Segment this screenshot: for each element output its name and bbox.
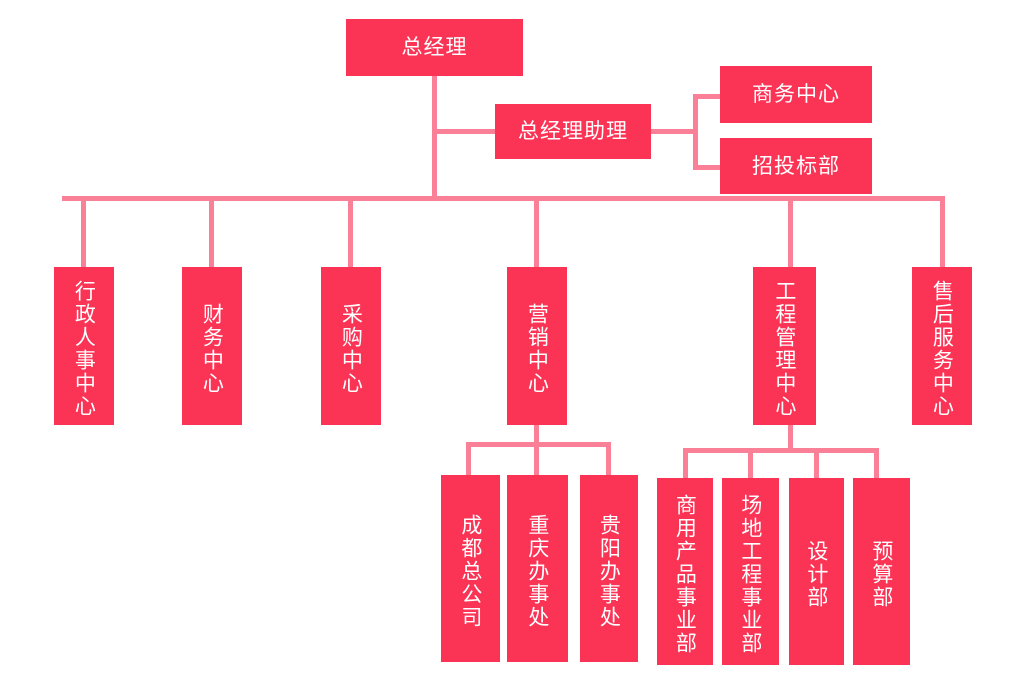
node-gm-assistant[interactable]: 总经理助理 — [495, 104, 651, 159]
connector-drop-admin-hr — [81, 196, 86, 268]
connector-drop-design — [814, 448, 819, 480]
node-admin-hr-center[interactable]: 行政人事中心 — [54, 267, 114, 425]
node-label: 贵阳办事处 — [597, 514, 622, 629]
node-label: 商务中心 — [752, 82, 840, 107]
node-commercial-product-div[interactable]: 商用产品事业部 — [657, 478, 713, 665]
connector-drop-site-engineering — [748, 448, 753, 480]
node-label: 工程管理中心 — [772, 280, 797, 418]
node-label: 营销中心 — [525, 303, 550, 395]
connector-gm-stem — [432, 75, 437, 200]
connector-drop-marketing — [534, 196, 539, 268]
connector-drop-budget — [874, 448, 879, 480]
node-budget-dept[interactable]: 预算部 — [853, 478, 910, 665]
connector-drop-engineering — [788, 196, 793, 268]
node-design-dept[interactable]: 设计部 — [789, 478, 844, 665]
node-label: 成都总公司 — [458, 514, 483, 629]
node-label: 商用产品事业部 — [673, 494, 698, 655]
connector-drop-guiyang — [606, 442, 611, 475]
connector-assistant-out — [649, 129, 697, 134]
node-chengdu-hq[interactable]: 成都总公司 — [441, 475, 500, 662]
node-general-manager[interactable]: 总经理 — [346, 19, 523, 76]
connector-drop-purchasing — [348, 196, 353, 268]
connector-assistant-junction — [693, 94, 698, 170]
connector-drop-chongqing — [534, 442, 539, 475]
node-aftersales-center[interactable]: 售后服务中心 — [912, 267, 972, 425]
node-engineering-mgmt-center[interactable]: 工程管理中心 — [753, 267, 816, 425]
node-business-center[interactable]: 商务中心 — [720, 66, 872, 123]
node-label: 总经理 — [401, 35, 468, 60]
node-guiyang-office[interactable]: 贵阳办事处 — [580, 475, 638, 662]
node-label: 招投标部 — [752, 153, 840, 178]
connector-drop-chengdu — [466, 442, 471, 475]
node-chongqing-office[interactable]: 重庆办事处 — [507, 475, 568, 662]
node-label: 设计部 — [804, 540, 829, 609]
node-label: 行政人事中心 — [72, 280, 97, 418]
connector-drop-commercial-product — [683, 448, 688, 480]
connector-to-bidding-dept — [693, 165, 723, 170]
connector-drop-aftersales — [940, 196, 945, 268]
node-label: 售后服务中心 — [930, 280, 955, 418]
connector-engineering-bus — [683, 448, 879, 453]
node-purchasing-center[interactable]: 采购中心 — [321, 267, 381, 425]
node-finance-center[interactable]: 财务中心 — [182, 267, 242, 425]
connector-drop-finance — [209, 196, 214, 268]
node-label: 总经理助理 — [518, 119, 628, 144]
node-label: 财务中心 — [200, 303, 225, 395]
node-label: 预算部 — [869, 540, 894, 609]
connector-engineering-stem — [788, 425, 793, 451]
node-site-engineering-div[interactable]: 场地工程事业部 — [722, 478, 779, 665]
node-marketing-center[interactable]: 营销中心 — [507, 267, 567, 425]
connector-gm-to-assistant — [432, 129, 498, 134]
connector-marketing-stem — [534, 425, 539, 447]
node-bidding-dept[interactable]: 招投标部 — [720, 138, 872, 194]
node-label: 场地工程事业部 — [738, 494, 763, 655]
connector-to-business-center — [693, 94, 723, 99]
connector-main-bus — [62, 196, 944, 201]
node-label: 重庆办事处 — [525, 514, 550, 629]
node-label: 采购中心 — [339, 303, 364, 395]
